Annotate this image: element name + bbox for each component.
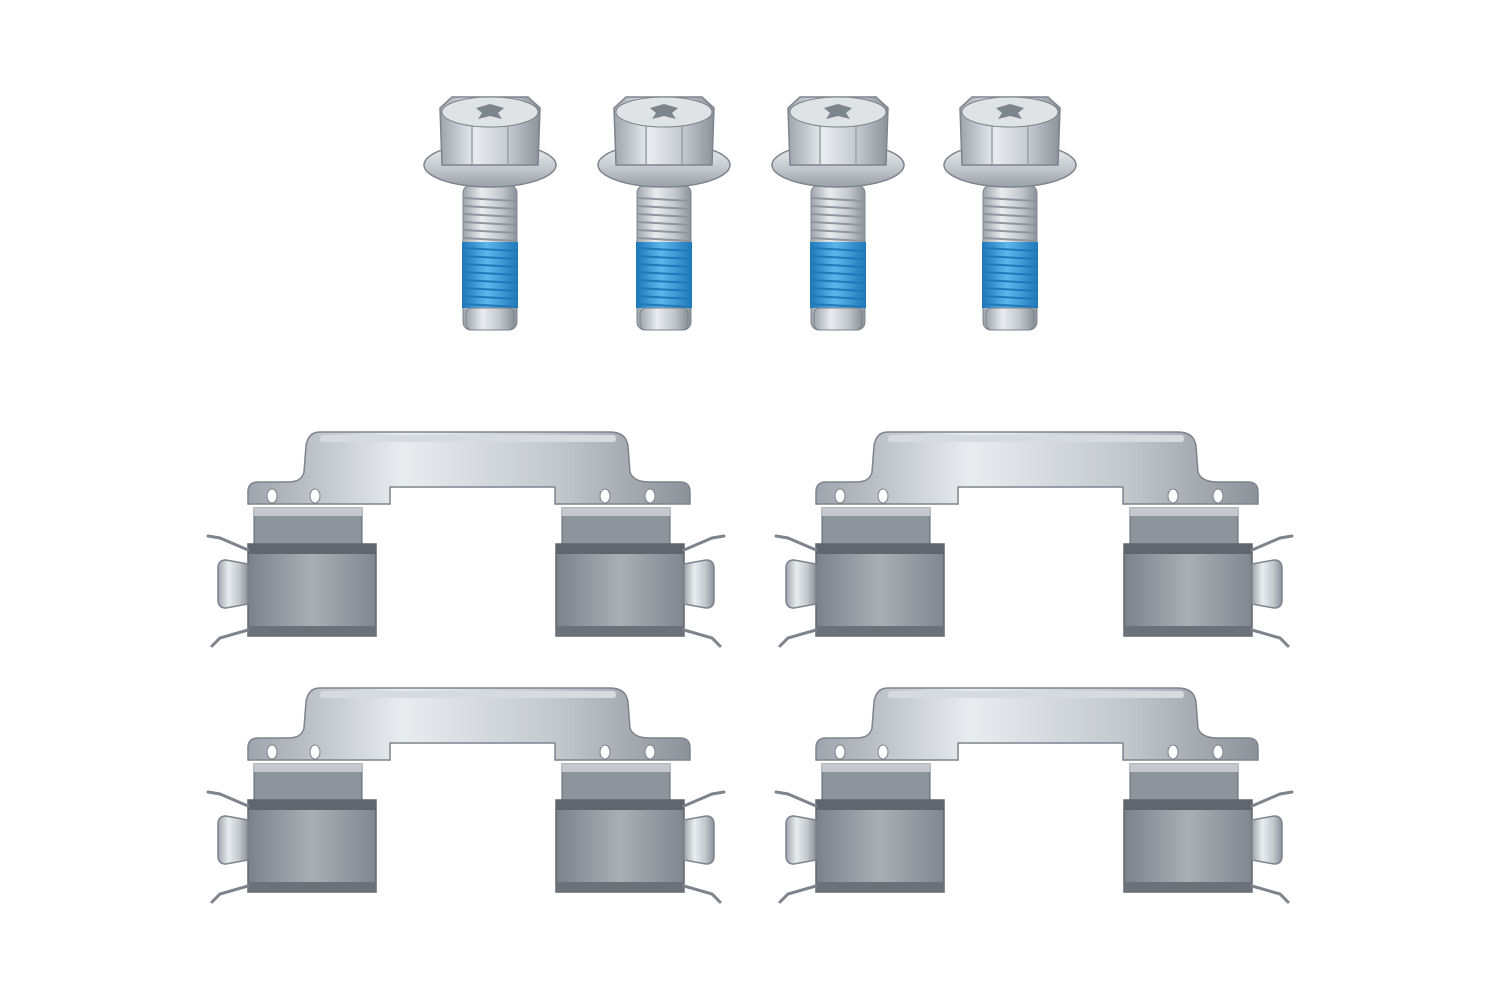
- anti-rattle-clip: [206, 687, 726, 904]
- anti-rattle-clip: [774, 431, 1294, 648]
- pad-spring: [206, 507, 377, 648]
- anti-rattle-clip: [206, 431, 726, 648]
- anti-rattle-clip: [774, 687, 1294, 904]
- torx-recess: [996, 104, 1024, 119]
- torx-recess: [824, 104, 852, 119]
- torx-recess: [476, 104, 504, 119]
- clip-grid: [206, 431, 1294, 904]
- bolt: [771, 96, 905, 331]
- bolt: [423, 96, 557, 331]
- bolt: [597, 96, 731, 331]
- pad-spring: [555, 763, 726, 904]
- pad-spring: [206, 763, 377, 904]
- pad-spring: [1123, 763, 1294, 904]
- torx-recess: [650, 104, 678, 119]
- clip-bridge: [247, 687, 691, 761]
- clip-bridge: [815, 431, 1259, 505]
- pad-spring: [774, 507, 945, 648]
- pad-spring: [774, 763, 945, 904]
- bolt: [943, 96, 1077, 331]
- pad-spring: [555, 507, 726, 648]
- clip-bridge: [247, 431, 691, 505]
- pad-spring: [1123, 507, 1294, 648]
- clip-bridge: [815, 687, 1259, 761]
- bolt-row: [423, 96, 1077, 331]
